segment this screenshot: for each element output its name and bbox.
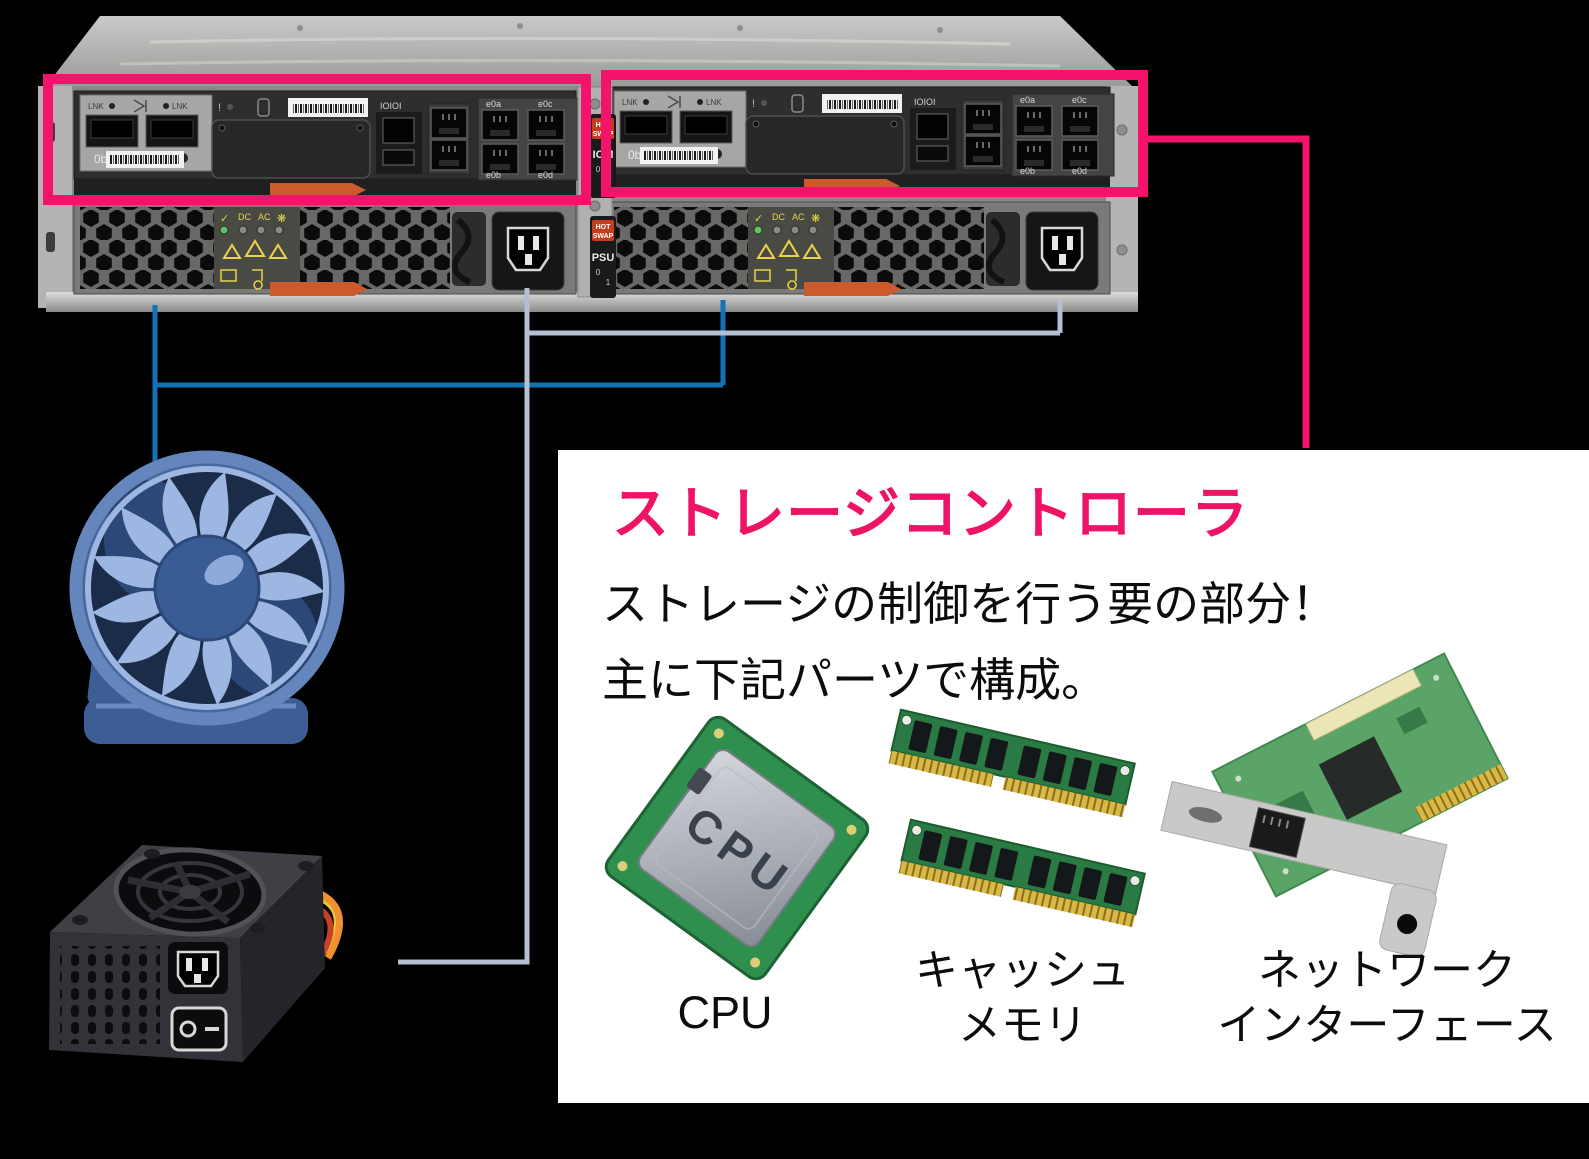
highlight-box-controller-2 [601, 70, 1148, 197]
cache-memory-part-label: キャッシュ メモリ [895, 944, 1150, 1054]
psu-1: 1 [606, 278, 611, 287]
psu-top-face [50, 845, 322, 938]
left-rack-ear [38, 86, 72, 308]
right-rack-ear [1106, 86, 1138, 308]
fan-blades [90, 472, 325, 706]
hot-label: HOT [596, 122, 612, 129]
psu-side-face [240, 856, 325, 1062]
psu-cable-orange [314, 888, 344, 960]
center-divider-column: HOT SWAP IOM 0 1 HOT SWAP PSU 0 1 [577, 86, 616, 298]
hot-swap-badge [592, 118, 614, 139]
network-interface-part-label: ネットワーク インターフェース [1185, 944, 1589, 1054]
thumbscrew [589, 200, 601, 212]
hot-label: HOT [596, 224, 612, 231]
storage-array-rear-photo: HOT SWAP IOM 0 1 HOT SWAP PSU 0 1 [38, 16, 1148, 312]
psu-label: PSU [592, 252, 615, 264]
highlight-box-controller-1 [43, 74, 591, 205]
psu-cable-red [316, 905, 334, 960]
swap-label: SWAP [593, 233, 614, 240]
psu-power-inlet [168, 942, 228, 994]
cache-label-line1: キャッシュ [915, 947, 1130, 995]
nic-label-line1: ネットワーク [1258, 947, 1516, 995]
cache-label-line2: メモリ [958, 1002, 1087, 1050]
psu-rocker-switch [170, 1006, 228, 1052]
psu-vent-grid [60, 946, 160, 1044]
nic-label-line2: インターフェース [1217, 1002, 1557, 1050]
iom-label: IOM [593, 149, 614, 161]
panel-description-line1: ストレージの制御を行う要の部分！ [602, 578, 1338, 630]
iom-1: 1 [606, 175, 611, 184]
cpu-part-label: CPU [677, 987, 773, 1038]
fan-illustration [69, 450, 345, 744]
fan-connector-line [152, 300, 726, 467]
psu-0: 0 [596, 268, 601, 277]
psu-top-fan [113, 847, 267, 937]
controller-connector-line [1142, 135, 1310, 448]
panel-description: ストレージの制御を行う要の部分！ 主に下記パーツで構成。 [602, 566, 1337, 718]
fan-hub [153, 534, 261, 642]
chassis-body [60, 86, 1138, 298]
swap-label: SWAP [593, 131, 614, 138]
hot-swap-badge [592, 220, 614, 241]
psu-front-face [49, 932, 243, 1062]
chassis-top-lid [46, 16, 1132, 86]
thumbscrew [589, 98, 601, 110]
panel-title: ストレージコントローラ [612, 482, 1249, 546]
chassis-bottom-rail [46, 292, 1138, 312]
power-supply-illustration [49, 845, 344, 1062]
psu-cable-yellow [318, 894, 341, 956]
iom-0: 0 [596, 165, 601, 174]
panel-description-line2: 主に下記パーツで構成。 [602, 654, 1108, 706]
